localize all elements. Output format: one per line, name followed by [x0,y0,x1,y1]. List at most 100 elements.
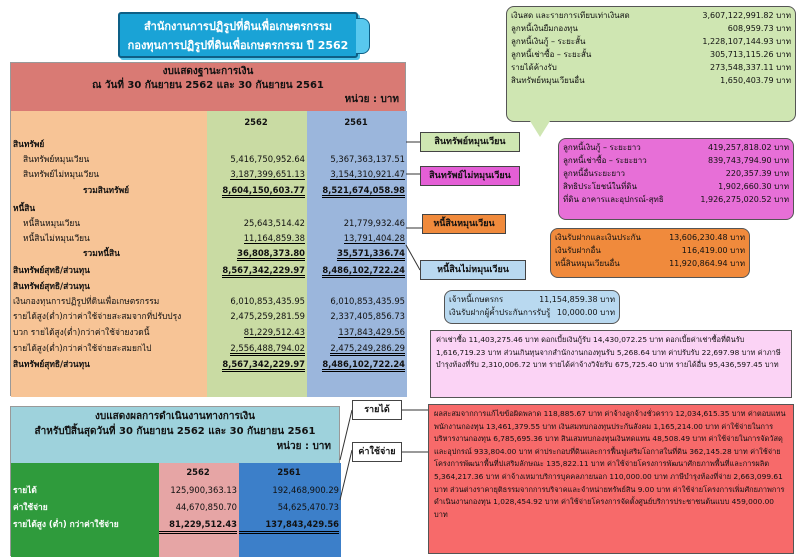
tag-revenue: รายได้ [352,400,402,420]
noncurrent-assets-callout: ลูกหนี้เงินกู้ – ระยะยาว 419,257,818.02 บ… [558,138,794,220]
row-value-2561: 137,843,429.56 [338,327,405,338]
ops-row-net: รายได้สูง (ต่ำ) กว่าค่าใช้จ่าย 81,229,51… [11,517,341,534]
row-label: สินทรัพย์หมุนเวียน [23,154,90,164]
row-value-2562: 2,556,488,794.02 [207,341,305,356]
ops-col-2561: 2561 [277,467,301,477]
callout-item: ที่ดิน อาคารและอุปกรณ์-สุทธิ1,926,275,02… [563,193,789,206]
tag-noncurrent-assets: สินทรัพย์ไม่หมุนเวียน [420,166,520,186]
callout-item: เงินรับฝากผู้ค้ำประกันการรับรู้ 10,000.00… [449,306,615,319]
balance-sheet-title: งบแสดงฐานะการเงิน [162,66,254,77]
row-value-2561: 35,571,336.74 [307,246,405,261]
row-value-2561: 5,367,363,137.51 [330,154,405,164]
callout-item-value: 10,000.00 บาท [556,308,615,317]
year-2562-column [207,111,307,397]
callout-item-value: 839,743,794.90 บาท [707,156,789,165]
callout-item-value: 11,154,859.38 บาท [539,295,615,304]
callout-item-label: ลูกหนี้เช่าซื้อ – ระยะสั้น [511,50,592,59]
revenue-detail: ค่าเช่าซื้อ 11,403,275.46 บาท ดอกเบี้ยเง… [430,330,792,398]
balance-row: รายได้สูง(ต่ำ)กว่าค่าใช้จ่ายสะสมจากที่ปร… [11,309,407,323]
row-label: รวมหนี้สิน [83,248,120,258]
callout-item-label: ลูกหนี้อื่นระยะยาว [563,169,626,178]
row-value-2561: 6,010,853,435.95 [330,296,405,306]
callout-item-value: 13,606,230.48 บาท [669,233,745,242]
balance-sheet-table: งบแสดงฐานะการเงิน ณ วันที่ 30 กันยายน 25… [10,62,407,397]
banner-subtitle: กองทุนการปฏิรูปที่ดินเพื่อเกษตรกรรม ปี 2… [127,39,349,52]
row-label: รายได้สูง(ต่ำ)กว่าค่าใช้จ่ายสะสมยกไป [13,343,152,353]
callout-item-label: เงินรับฝากผู้ค้ำประกันการรับรู้ [449,308,551,317]
row-value-2562: 8,567,342,229.97 [207,357,305,372]
row-value-2562: 3,187,399,651.13 [230,169,305,180]
callout-item-value: 1,902,660.30 บาท [718,182,789,191]
row-value-2562: 5,416,750,952.64 [230,154,305,164]
row-value-2562: 25,643,514.42 [243,218,305,228]
callout-item-value: 608,959.73 บาท [727,24,791,33]
year-2561-column [307,111,407,397]
column-headers: 2562 2561 [11,115,407,129]
tag-current-assets: สินทรัพย์หมุนเวียน [420,132,520,152]
banner-title: สำนักงานการปฏิรูปที่ดินเพื่อเกษตรกรรม [143,20,333,33]
row-value-2561: 3,154,310,921.47 [330,169,405,180]
row-value-2562: 6,010,853,435.95 [230,296,305,306]
balance-row: บวก รายได้สูง(ต่ำ)กว่าค่าใช้จ่ายงวดนี้81… [11,325,407,339]
callout-item-value: 116,419.00 บาท [681,246,745,255]
callout-item-value: 11,920,864.94 บาท [669,259,745,268]
row-value-2561: 8,486,102,722.24 [307,263,405,278]
row-label: รายได้สูง(ต่ำ)กว่าค่าใช้จ่ายสะสมจากที่ปร… [13,311,182,321]
row-label: สินทรัพย์สุทธิ/ส่วนทุน [13,265,90,275]
row-label: รวมสินทรัพย์ [83,185,130,195]
balance-sheet-unit: หน่วย : บาท [344,94,399,105]
tag-expense: ค่าใช้จ่าย [352,442,402,462]
operations-unit: หน่วย : บาท [276,441,331,452]
callout-item: รายได้ค้างรับ 273,548,337.11 บาท [511,61,791,74]
balance-row: สินทรัพย์สุทธิ/ส่วนทุน [11,279,407,293]
row-value-2561: 2,337,405,856.73 [330,311,405,321]
operations-subtitle: สำหรับปีสิ้นสุดวันที่ 30 กันยายน 2562 แล… [34,426,316,437]
ops-2562-column [159,463,239,557]
ops-row-expense: ค่าใช้จ่าย 44,670,850.70 54,625,470.73 [13,502,339,512]
row-value-2561: 8,521,674,058.98 [307,183,405,198]
callout-item-value: 419,257,818.02 บาท [707,143,789,152]
balance-row: หนี้สิน [11,201,407,215]
callout-item-label: หนี้สินหมุนเวียนอื่น [555,259,620,268]
row-label: บวก รายได้สูง(ต่ำ)กว่าค่าใช้จ่ายงวดนี้ [13,327,150,337]
callout-item: ลูกหนี้เงินกู้ – ระยะยาว 419,257,818.02 บ… [563,141,789,154]
operations-table: งบแสดงผลการดำเนินงานทางการเงิน สำหรับปีส… [10,406,341,557]
row-label: สินทรัพย์สุทธิ/ส่วนทุน [13,359,90,369]
row-value-2562: 8,567,342,229.97 [207,263,305,278]
row-label: สินทรัพย์ไม่หมุนเวียน [23,169,99,179]
callout-item-label: เจ้าหนี้เกษตรกร [449,295,504,304]
col-header-2562: 2562 [244,117,268,127]
balance-row: สินทรัพย์ [11,137,407,151]
callout-item-label: ลูกหนี้เงินกู้ – ระยะยาว [563,143,641,152]
callout-item-value: 273,548,337.11 บาท [709,63,791,72]
callout-item-label: เงินรับฝากอื่น [555,246,601,255]
row-label: หนี้สิน [13,203,36,213]
label-column [11,111,207,397]
operations-title: งบแสดงผลการดำเนินงานทางการเงิน [95,411,255,422]
row-value-2562: 36,808,373.80 [207,246,305,261]
row-label: หนี้สินหมุนเวียน [23,218,81,228]
ops-row-revenue: รายได้ 125,900,363.13 192,468,900.29 [13,485,339,495]
callout-item-label: รายได้ค้างรับ [511,63,557,72]
noncurrent-liabilities-callout: เจ้าหนี้เกษตรกร 11,154,859.38 บาทเงินรับฝ… [444,290,620,324]
callout-item-value: 1,926,275,020.52 บาท [700,195,789,204]
balance-row: รายได้สูง(ต่ำ)กว่าค่าใช้จ่ายสะสมยกไป 2,55… [11,341,407,356]
expense-detail: ผลสะสมจากการแก้ไขข้อผิดพลาด 118,885.67 บ… [428,404,794,554]
row-value-2562: 2,475,259,281.59 [230,311,305,321]
ops-label-column [11,463,159,557]
operations-header: งบแสดงผลการดำเนินงานทางการเงิน สำหรับปีส… [11,407,339,463]
callout-item-value: 1,228,107,144.93 บาท [702,37,791,46]
callout-item: เจ้าหนี้เกษตรกร 11,154,859.38 บาท [449,293,615,306]
callout-item-label: ลูกหนี้เงินยืมกองทุน [511,24,578,33]
ops-column-headers: 2562 2561 [11,465,341,479]
banner-ribbon [356,18,370,54]
callout-item-value: 220,357.39 บาท [725,169,789,178]
